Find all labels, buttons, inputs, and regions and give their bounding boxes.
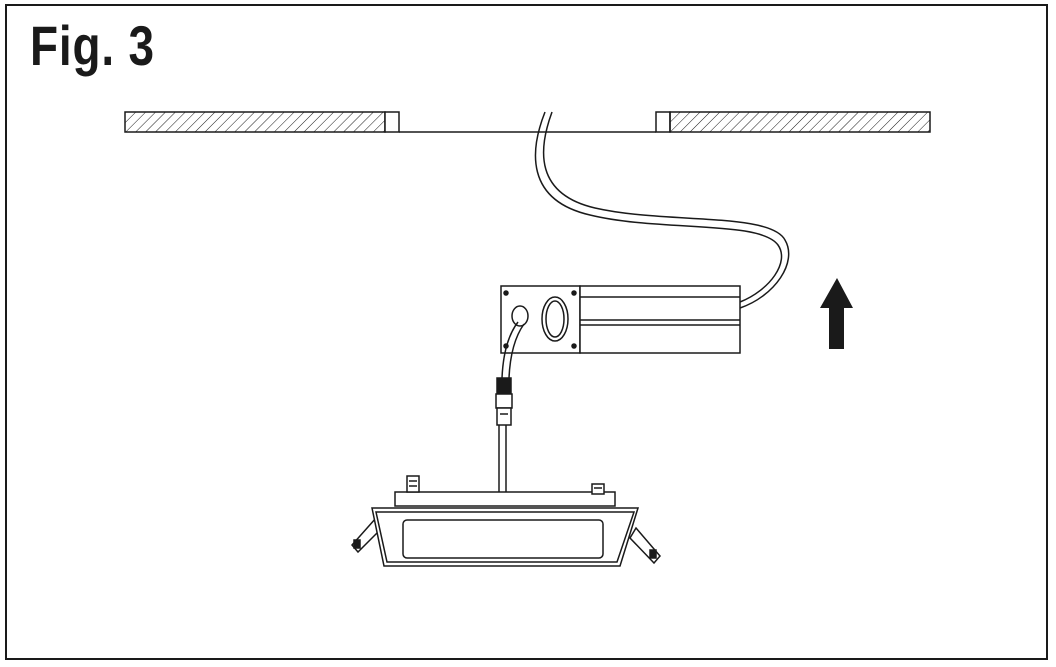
mounting-screw-left [406,475,420,493]
ceiling-right-section [669,111,931,133]
ceiling-left-edge [384,111,400,133]
ceiling-right-edge [655,111,671,133]
spring-clip-right [629,526,661,565]
supply-cable [534,111,790,309]
figure-frame [5,4,1048,660]
fixture-lens [402,519,604,559]
light-fixture [351,475,661,567]
mounting-screw-right [591,483,605,495]
ceiling-left-section [124,111,386,133]
fixture-housing [394,491,616,507]
figure-title: Fig. 3 [30,14,155,77]
ceiling [124,111,931,133]
arrow-up-icon [820,278,853,349]
fixture-cable [498,321,525,492]
cable-gland [511,305,529,327]
cable-connector [495,377,513,426]
junction-box [500,285,741,354]
